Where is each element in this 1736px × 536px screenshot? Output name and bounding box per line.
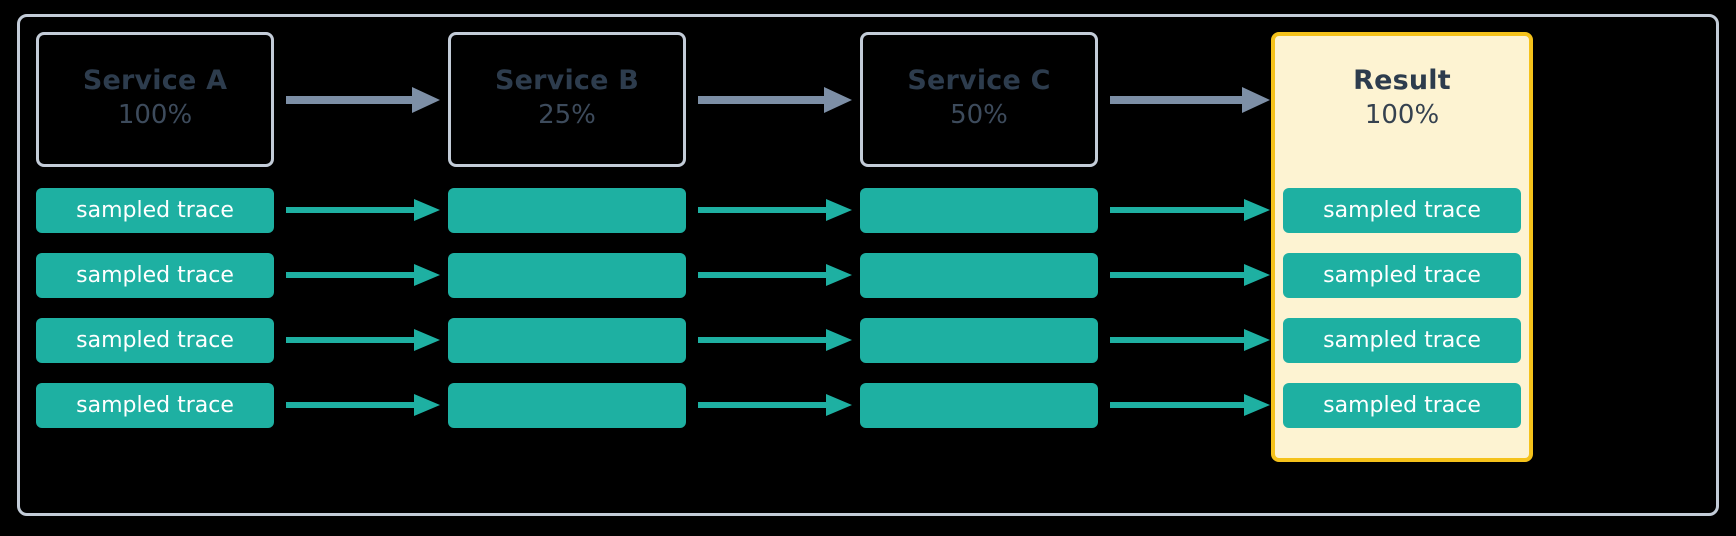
service-box-service-b[interactable]: Service B 25%: [448, 32, 686, 167]
trace-bar[interactable]: sampled trace: [36, 253, 274, 298]
trace-bar[interactable]: [448, 188, 686, 233]
service-title: Service C: [907, 65, 1051, 97]
service-title: Service B: [494, 65, 640, 97]
trace-arrow-a-to-b: [286, 262, 440, 288]
service-box-result[interactable]: Result 100%: [1271, 32, 1533, 167]
trace-bar[interactable]: [448, 318, 686, 363]
trace-arrow-c-to-result: [1110, 327, 1270, 353]
trace-arrow-a-to-b: [286, 197, 440, 223]
trace-arrow-c-to-result: [1110, 197, 1270, 223]
result-title: Result: [1353, 65, 1451, 97]
trace-bar[interactable]: [448, 383, 686, 428]
trace-arrow-c-to-result: [1110, 262, 1270, 288]
trace-bar[interactable]: [860, 383, 1098, 428]
service-sample-rate: 50%: [950, 100, 1008, 131]
trace-arrow-a-to-b: [286, 392, 440, 418]
trace-arrow-c-to-result: [1110, 392, 1270, 418]
trace-bar[interactable]: [448, 253, 686, 298]
trace-bar[interactable]: sampled trace: [1283, 318, 1521, 363]
service-sample-rate: 25%: [538, 100, 596, 131]
trace-arrow-b-to-c: [698, 197, 852, 223]
result-sample-rate: 100%: [1364, 100, 1440, 131]
trace-bar[interactable]: [860, 318, 1098, 363]
service-sample-rate: 100%: [117, 100, 193, 131]
service-box-service-c[interactable]: Service C 50%: [860, 32, 1098, 167]
trace-arrow-b-to-c: [698, 262, 852, 288]
diagram-outer-frame: [17, 14, 1719, 516]
trace-bar[interactable]: sampled trace: [1283, 253, 1521, 298]
service-box-service-a[interactable]: Service A 100%: [36, 32, 274, 167]
trace-bar[interactable]: sampled trace: [36, 188, 274, 233]
trace-bar[interactable]: sampled trace: [36, 383, 274, 428]
trace-bar[interactable]: [860, 253, 1098, 298]
trace-bar[interactable]: sampled trace: [36, 318, 274, 363]
flow-arrow-b-to-c: [698, 87, 852, 113]
trace-bar[interactable]: [860, 188, 1098, 233]
flow-arrow-c-to-result: [1110, 87, 1270, 113]
trace-bar[interactable]: sampled trace: [1283, 383, 1521, 428]
trace-bar[interactable]: sampled trace: [1283, 188, 1521, 233]
service-title: Service A: [82, 65, 228, 97]
trace-arrow-b-to-c: [698, 327, 852, 353]
trace-arrow-a-to-b: [286, 327, 440, 353]
flow-arrow-a-to-b: [286, 87, 440, 113]
trace-arrow-b-to-c: [698, 392, 852, 418]
